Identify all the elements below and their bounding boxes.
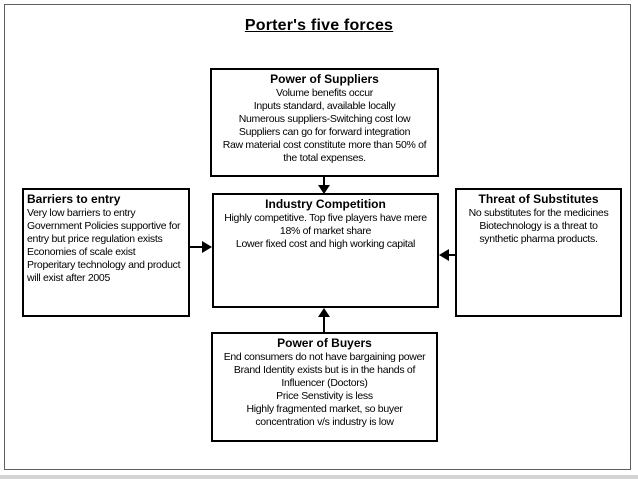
substitutes-box-title: Threat of Substitutes — [478, 192, 599, 206]
substitutes-box: Threat of Substitutes No substitutes for… — [455, 188, 622, 317]
box-line: Lower fixed cost and high working capita… — [235, 238, 416, 250]
box-line: Properitary technology and product will … — [27, 259, 181, 284]
competition-box-lines: Highly competitive. Top five players hav… — [218, 212, 433, 251]
box-line: Price Senstivity is less — [276, 390, 373, 402]
box-line: Government Policies supportive for entry… — [27, 220, 181, 245]
buyers-box-title: Power of Buyers — [277, 336, 372, 350]
arrow-line — [190, 246, 203, 248]
box-line: Inputs standard, available locally — [253, 100, 396, 112]
arrow-line — [323, 177, 325, 187]
box-line: Suppliers can go for forward integration — [238, 126, 411, 138]
buyers-box-lines: End consumers do not have bargaining pow… — [217, 351, 432, 429]
box-line: No substitutes for the medicines — [468, 207, 609, 219]
suppliers-box: Power of Suppliers Volume benefits occur… — [210, 68, 439, 177]
barriers-box-title: Barriers to entry — [27, 192, 121, 206]
box-line: Economies of scale exist — [27, 246, 136, 258]
arrow-up-icon — [318, 308, 330, 317]
bottom-edge-strip — [0, 475, 638, 479]
competition-box: Industry Competition Highly competitive.… — [212, 193, 439, 308]
suppliers-box-title: Power of Suppliers — [270, 72, 379, 86]
box-line: Highly competitive. Top five players hav… — [224, 212, 427, 237]
box-line: Very low barriers to entry — [27, 207, 136, 219]
arrow-right-icon — [202, 241, 212, 253]
arrow-line — [323, 317, 325, 332]
competition-box-title: Industry Competition — [265, 197, 386, 211]
box-line: End consumers do not have bargaining pow… — [223, 351, 426, 363]
barriers-box: Barriers to entry Very low barriers to e… — [22, 188, 190, 317]
box-line: Brand Identity exists but is in the hand… — [233, 364, 416, 389]
box-line: Numerous suppliers-Switching cost low — [238, 113, 411, 125]
box-line: Highly fragmented market, so buyer conce… — [246, 403, 403, 428]
diagram-title: Porter's five forces — [244, 17, 394, 34]
arrow-left-icon — [439, 249, 449, 261]
box-line: Biotechnology is a threat to synthetic p… — [479, 220, 598, 245]
buyers-box: Power of Buyers End consumers do not hav… — [211, 332, 438, 442]
arrow-down-icon — [318, 185, 330, 194]
box-line: Volume benefits occur — [275, 87, 373, 99]
box-line: Raw material cost constitute more than 5… — [222, 139, 427, 164]
arrow-line — [448, 254, 456, 256]
